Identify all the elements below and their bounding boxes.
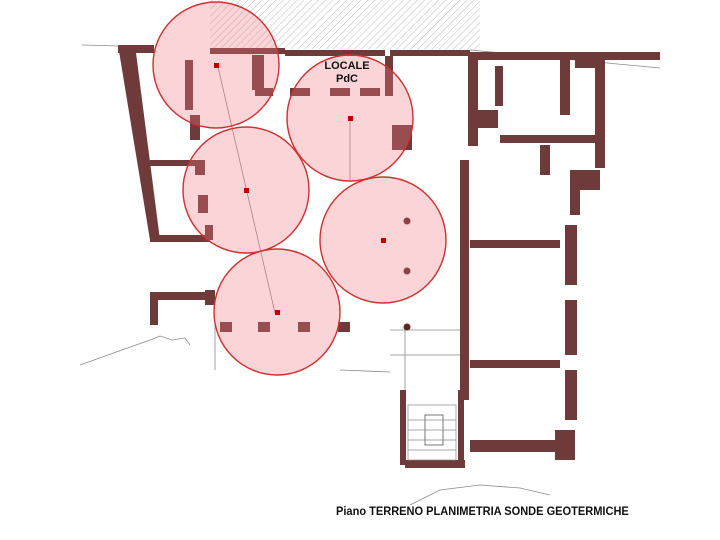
probe-point-5 [275, 310, 280, 315]
plan-caption: Piano TERRENO PLANIMETRIA SONDE GEOTERMI… [336, 504, 629, 518]
staircase [407, 404, 457, 461]
hatched-area [210, 0, 480, 50]
room-label-line2: PdC [336, 73, 358, 85]
probe-point-3 [244, 188, 249, 193]
probe-point-1 [214, 63, 219, 68]
probe-point-2 [348, 116, 353, 121]
probe-points [214, 63, 386, 315]
probe-point-4 [381, 238, 386, 243]
walls [118, 45, 660, 468]
probe-zones [152, 1, 447, 376]
courtyard-columns [403, 217, 411, 331]
room-label-line1: LOCALE [324, 60, 369, 72]
